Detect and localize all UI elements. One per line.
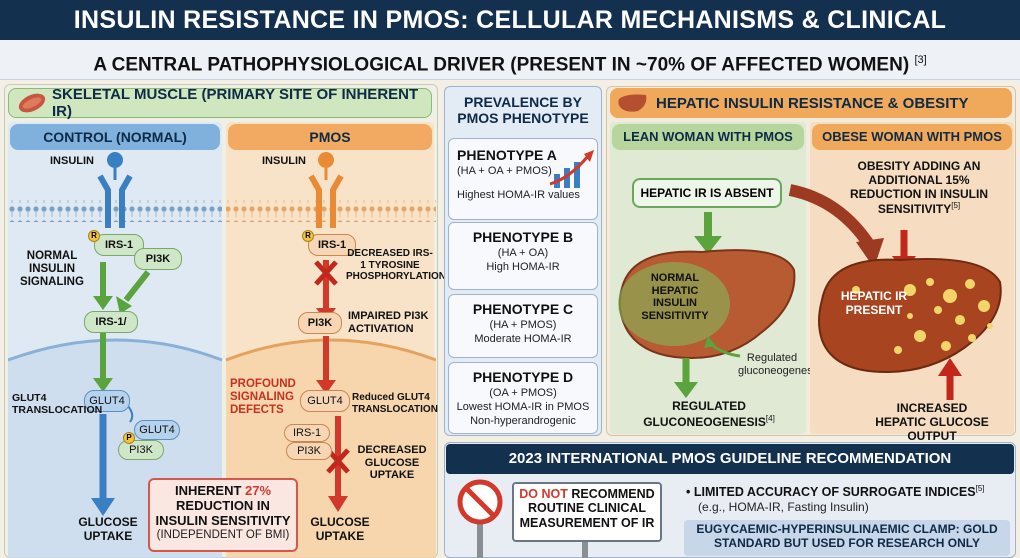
pmos-reduced-glut4: Reduced GLUT4 TRANSLOCATION: [352, 392, 438, 415]
pmos-pi3k-b-node: PI3K: [286, 442, 332, 460]
phenotype-note: Lowest HOMA-IR in PMOS: [456, 401, 590, 413]
inherent-pre: INHERENT: [174, 483, 246, 498]
muscle-header-label: SKELETAL MUSCLE (PRIMARY SITE OF INHEREN…: [52, 86, 419, 120]
lean-header: LEAN WOMAN WITH PMOS: [612, 124, 804, 150]
trend-up-icon: [549, 150, 594, 188]
muscle-header: SKELETAL MUSCLE (PRIMARY SITE OF INHEREN…: [8, 86, 432, 120]
inherent-line3: INSULIN SENSITIVITY: [155, 512, 291, 528]
phenotype-name: PHENOTYPE A: [457, 147, 557, 163]
inherent-line2: REDUCTION IN: [176, 497, 270, 513]
pmos-receptor: [308, 174, 344, 228]
pmos-irs1-node: IRS-1: [308, 234, 356, 256]
control-normal-signaling: NORMAL INSULIN SIGNALING: [20, 250, 84, 289]
control-insulin-label: INSULIN: [50, 155, 94, 167]
do-not-line: DO NOT RECOMMEND: [514, 487, 660, 501]
phenotype-criteria: (OA + PMOS): [489, 387, 557, 399]
pmos-r-badge: R: [302, 230, 314, 242]
phenotype-box: PHENOTYPE A (HA + OA + PMOS) Highest HOMA-…: [448, 138, 598, 220]
pmos-decreased-irs1: DECREASED IRS-1 TYROSINE PHOSPHORYLATION: [346, 248, 447, 282]
phenotype-box: PHENOTYPE C (HA + PMOS) Moderate HOMA-IR: [448, 294, 598, 358]
phenotype-box: PHENOTYPE D (OA + PMOS) Lowest HOMA-IR in …: [448, 362, 598, 434]
phenotype-name: PHENOTYPE B: [472, 229, 574, 245]
inherent-reduction-box: INHERENT 27% REDUCTION IN INSULIN SENSIT…: [148, 478, 298, 552]
hepatic-ir-absent-box: HEPATIC IR IS ABSENT: [632, 178, 782, 208]
surrogate-bullet: • LIMITED ACCURACY OF SURROGATE INDICES[…: [686, 484, 985, 500]
pmos-insulin-label: INSULIN: [262, 155, 306, 167]
obesity-adding-text: OBESITY ADDING AN ADDITIONAL 15% REDUCTI…: [834, 159, 1004, 217]
phenotype-note: Highest HOMA-IR values: [457, 189, 580, 201]
control-pi3k-node: PI3K: [134, 248, 182, 270]
control-glucose-uptake: GLUCOSE UPTAKE: [78, 515, 138, 543]
obese-liver-graphics: [788, 184, 1002, 400]
control-irs1-slash-node: IRS-1/: [84, 311, 138, 333]
regulated-ref: [4]: [765, 413, 775, 423]
inherent-line4: (INDEPENDENT OF BMI): [156, 528, 290, 541]
pmos-impaired-pi3k: IMPAIRED PI3K ACTIVATION: [348, 310, 429, 335]
recommend-label: RECOMMEND: [567, 487, 655, 501]
pmos-insulin-dot: [318, 152, 334, 168]
control-glut4-b-node: GLUT4: [134, 420, 180, 440]
pmos-glucose-uptake: GLUCOSE UPTAKE: [310, 515, 370, 543]
normal-hepatic-sensitivity: NORMAL HEPATIC INSULIN SENSITIVITY: [641, 272, 709, 322]
control-r-badge: R: [88, 230, 100, 242]
obesity-adding-label: OBESITY ADDING AN ADDITIONAL 15% REDUCTI…: [850, 159, 988, 217]
hepatic-ir-present: HEPATIC IR PRESENT: [840, 289, 908, 317]
page-subtitle: A CENTRAL PATHOPHYSIOLOGICAL DRIVER (PRE…: [0, 40, 1020, 80]
phenotype-note: Moderate HOMA-IR: [474, 333, 572, 345]
regulated-gluconeogenesis-label: REGULATED GLUCONEOGENESIS: [643, 399, 766, 429]
clamp-box: EUGYCAEMIC-HYPERINSULINAEMIC CLAMP: GOLD…: [684, 520, 1010, 556]
do-not-rest: ROUTINE CLINICAL MEASUREMENT OF IR: [519, 501, 655, 530]
control-irs1-node: IRS-1: [94, 234, 144, 256]
phenotype-box: PHENOTYPE B (HA + OA) High HOMA-IR: [448, 222, 598, 290]
phenotype-note: High HOMA-IR: [486, 261, 560, 273]
phenotype-criteria: (HA + PMOS): [489, 319, 557, 331]
phenotype-criteria: (HA + OA + PMOS): [457, 165, 552, 177]
pmos-decreased-glucose: DECREASED GLUCOSE UPTAKE: [357, 444, 427, 482]
control-pi3k-b-node: PI3K: [118, 440, 164, 460]
phenotype-name: PHENOTYPE C: [472, 301, 574, 317]
phenotype-criteria: (HA + OA): [497, 247, 549, 259]
no-entry-sign-icon: [457, 479, 503, 558]
do-not-label: DO NOT: [519, 487, 568, 501]
inherent-pct: 27%: [245, 483, 272, 498]
pmos-header: PMOS: [228, 124, 432, 150]
increased-glucose-output: INCREASED HEPATIC GLUCOSE OUTPUT: [875, 401, 989, 443]
control-header: CONTROL (NORMAL): [10, 124, 220, 150]
phenotype-name: PHENOTYPE D: [472, 369, 574, 385]
control-glut4-node: GLUT4: [84, 390, 130, 412]
fat-droplets: [852, 278, 993, 354]
phenotype-note-2: Non-hyperandrogenic: [470, 415, 576, 427]
control-receptor: [97, 174, 133, 228]
page-title: INSULIN RESISTANCE IN PMOS: CELLULAR MEC…: [0, 0, 1020, 74]
control-p-badge: P: [123, 432, 135, 444]
surrogate-ref: [5]: [975, 484, 985, 493]
liver-icon: [618, 94, 647, 112]
regulated-gluconeogenesis: REGULATED GLUCONEOGENESIS[4]: [634, 399, 784, 430]
inherent-line1: INHERENT 27%: [150, 483, 296, 499]
obesity-ref: [5]: [951, 201, 961, 211]
hepatic-header-label: HEPATIC INSULIN RESISTANCE & OBESITY: [656, 94, 969, 112]
lean-liver-graphics: [618, 212, 796, 398]
control-glut4-translocation: GLUT4 TRANSLOCATION: [12, 392, 103, 417]
hepatic-header: HEPATIC INSULIN RESISTANCE & OBESITY: [610, 88, 1012, 118]
regulated-gluconeogenesis-small: Regulated gluconeogenesis: [738, 352, 821, 378]
subtitle-text: A CENTRAL PATHOPHYSIOLOGICAL DRIVER (PRE…: [93, 54, 910, 76]
surrogate-label: LIMITED ACCURACY OF SURROGATE INDICES: [693, 485, 976, 500]
pmos-x-mark-1: [314, 260, 338, 286]
guideline-header: 2023 INTERNATIONAL PMOS GUIDELINE RECOMM…: [446, 444, 1014, 474]
control-membrane: [8, 200, 222, 222]
obese-header: OBESE WOMAN WITH PMOS: [812, 124, 1012, 150]
control-insulin-dot: [107, 152, 123, 168]
muscle-icon: [18, 93, 46, 113]
surrogate-sub: (e.g., HOMA-IR, Fasting Insulin): [698, 500, 869, 514]
prevalence-header: PREVALENCE BY PMOS PHENOTYPE: [457, 94, 589, 127]
pmos-irs1-b-node: IRS-1: [284, 424, 330, 442]
pmos-glut4-node: GLUT4: [300, 390, 350, 412]
do-not-recommend-box: DO NOT RECOMMEND ROUTINE CLINICAL MEASUR…: [512, 482, 662, 542]
pmos-pi3k-node: PI3K: [298, 312, 342, 334]
subtitle-ref: [3]: [914, 54, 927, 66]
pmos-profound-defects: PROFOUND SIGNALING DEFECTS: [230, 378, 296, 417]
sign-post: [582, 542, 588, 558]
